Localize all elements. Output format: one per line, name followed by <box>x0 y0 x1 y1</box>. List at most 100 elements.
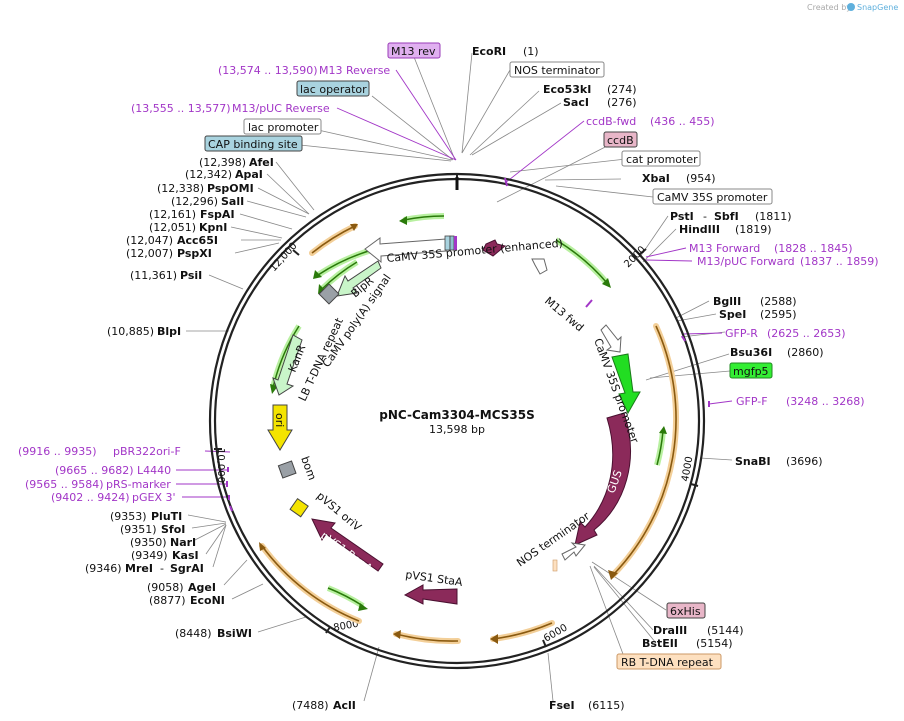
site-sfoi[interactable]: SfoI <box>161 523 185 536</box>
primer-pbr322[interactable]: pBR322ori-F <box>113 445 181 458</box>
site-blpi-pos: (10,885) <box>107 325 154 338</box>
box-mgfp5[interactable] <box>729 362 773 379</box>
box-catprom[interactable] <box>621 150 701 167</box>
site-ecori-pos: (1) <box>523 45 539 58</box>
primer-m13fwd[interactable]: M13 Forward <box>689 242 760 255</box>
site-acli[interactable]: AclI <box>333 699 356 712</box>
site-blpi[interactable]: BlpI <box>157 325 181 338</box>
site-saci-pos: (276) <box>607 96 637 109</box>
blpr-arrow[interactable] <box>336 260 382 297</box>
kanr-arrow[interactable] <box>272 334 303 396</box>
site-kasi[interactable]: KasI <box>172 549 199 562</box>
tick-8000: 8000 <box>333 619 360 634</box>
box-nos-top[interactable] <box>509 61 605 78</box>
site-pspomi[interactable]: PspOMI <box>207 182 254 195</box>
site-ecori[interactable]: EcoRI <box>472 45 506 58</box>
site-pluti[interactable]: PluTI <box>151 510 182 523</box>
mgfp5-arrow[interactable] <box>611 353 641 415</box>
site-acc65i[interactable]: Acc65I <box>177 234 218 247</box>
oriv-marker <box>289 497 309 518</box>
site-acli-pos: (7488) <box>292 699 329 712</box>
site-xbai[interactable]: XbaI <box>642 172 670 185</box>
box-rb[interactable] <box>616 653 722 670</box>
primer-gfp-f-range: (3248 .. 3268) <box>786 395 865 408</box>
site-fsei[interactable]: FseI <box>549 699 575 712</box>
bom-marker <box>277 460 297 479</box>
site-psii[interactable]: PsiI <box>180 269 202 282</box>
camv-enhanced-arrow[interactable] <box>364 237 447 264</box>
nos-arrow <box>561 542 586 561</box>
primer-pgex[interactable]: pGEX 3' <box>132 491 176 504</box>
box-m13rev[interactable] <box>387 42 441 59</box>
site-pspxi[interactable]: PspXI <box>177 247 212 260</box>
ccdb-arrow[interactable] <box>482 239 507 257</box>
box-6xhis-label: 6xHis <box>670 605 701 618</box>
site-fspai[interactable]: FspAI <box>200 208 235 221</box>
primer-gfp-f[interactable]: GFP-F <box>736 395 768 408</box>
credit-text: Created by <box>807 3 851 12</box>
site-agei[interactable]: AgeI <box>188 581 216 594</box>
site-draiii[interactable]: DraIII <box>653 624 687 637</box>
box-cap[interactable] <box>204 135 303 152</box>
primer-m13puc-fwd[interactable]: M13/pUC Forward <box>697 255 795 268</box>
gus-arrow[interactable] <box>574 412 631 546</box>
site-bglii[interactable]: BglII <box>713 295 741 308</box>
box-ccdb[interactable] <box>603 131 638 148</box>
box-lacop[interactable] <box>296 80 370 97</box>
site-bglii-pos: (2588) <box>760 295 797 308</box>
site-kpni[interactable]: KpnI <box>199 221 227 234</box>
plasmid-size: 13,598 bp <box>429 423 485 436</box>
credit-brand: SnapGene <box>857 3 898 12</box>
primer-l4440-range: (9665 .. 9682) <box>55 464 134 477</box>
site-saci[interactable]: SacI <box>563 96 589 109</box>
site-spei[interactable]: SpeI <box>719 308 746 321</box>
site-sbfi[interactable]: SbfI <box>714 210 739 223</box>
staa-arrow[interactable] <box>403 584 458 605</box>
site-mrei-pos: (9346) <box>85 562 122 575</box>
site-eco53ki[interactable]: Eco53kI <box>543 83 591 96</box>
box-6xhis[interactable] <box>666 602 706 619</box>
site-labels: EcoRI (1) Eco53kI (274) SacI (276) XbaI … <box>85 45 824 712</box>
tick-10000: 10,000 <box>215 448 226 483</box>
site-sali[interactable]: SalI <box>221 195 244 208</box>
site-mrei-dash: - <box>160 562 164 575</box>
camv35s-arrow[interactable] <box>600 324 622 353</box>
site-hindiii[interactable]: HindIII <box>679 223 720 236</box>
site-snabi[interactable]: SnaBI <box>735 455 771 468</box>
site-afei[interactable]: AfeI <box>249 156 274 169</box>
primer-pgex-range: (9402 .. 9424) <box>51 491 130 504</box>
ori-arrow[interactable] <box>267 404 293 451</box>
site-bsiwi[interactable]: BsiWI <box>217 627 252 640</box>
primer-l4440[interactable]: L4440 <box>137 464 171 477</box>
site-mrei[interactable]: MreI <box>125 562 153 575</box>
primer-m13rev-range: (13,574 .. 13,590) <box>218 64 318 77</box>
site-psti[interactable]: PstI <box>670 210 694 223</box>
site-pspxi-pos: (12,007) <box>126 247 173 260</box>
site-nari[interactable]: NarI <box>170 536 196 549</box>
site-hindiii-pos: (1819) <box>735 223 772 236</box>
primer-m13rev[interactable]: M13 Reverse <box>319 64 390 77</box>
snapgene-logo: SnapGene <box>847 3 898 12</box>
primer-ccdb-fwd[interactable]: ccdB-fwd <box>586 115 636 128</box>
site-bsu36i-pos: (2860) <box>787 346 824 359</box>
primer-prs-range: (9565 .. 9584) <box>25 478 104 491</box>
site-econi[interactable]: EcoNI <box>190 594 225 607</box>
primer-leaders <box>176 69 733 498</box>
polya-marker <box>318 283 340 305</box>
primer-prs[interactable]: pRS-marker <box>106 478 171 491</box>
primer-m13puc-rev[interactable]: M13/pUC Reverse <box>232 102 330 115</box>
plasmid-name: pNC-Cam3304-MCS35S <box>379 408 534 422</box>
box-lacprom[interactable] <box>243 118 322 135</box>
site-apai[interactable]: ApaI <box>235 168 263 181</box>
primer-pbr322-range: (9916 .. 9935) <box>18 445 97 458</box>
site-bsu36i[interactable]: Bsu36I <box>730 346 772 359</box>
box-camv-top[interactable] <box>652 188 773 205</box>
primer-gfp-r[interactable]: GFP-R <box>725 327 758 340</box>
site-spei-pos: (2595) <box>760 308 797 321</box>
site-sgrai[interactable]: SgrAI <box>170 562 204 575</box>
site-psti-dash: - <box>703 210 707 223</box>
site-eco53ki-pos: (274) <box>607 83 637 96</box>
repa-arrow[interactable] <box>311 518 384 572</box>
site-sali-pos: (12,296) <box>171 195 218 208</box>
site-bsteii[interactable]: BstEII <box>642 637 678 650</box>
